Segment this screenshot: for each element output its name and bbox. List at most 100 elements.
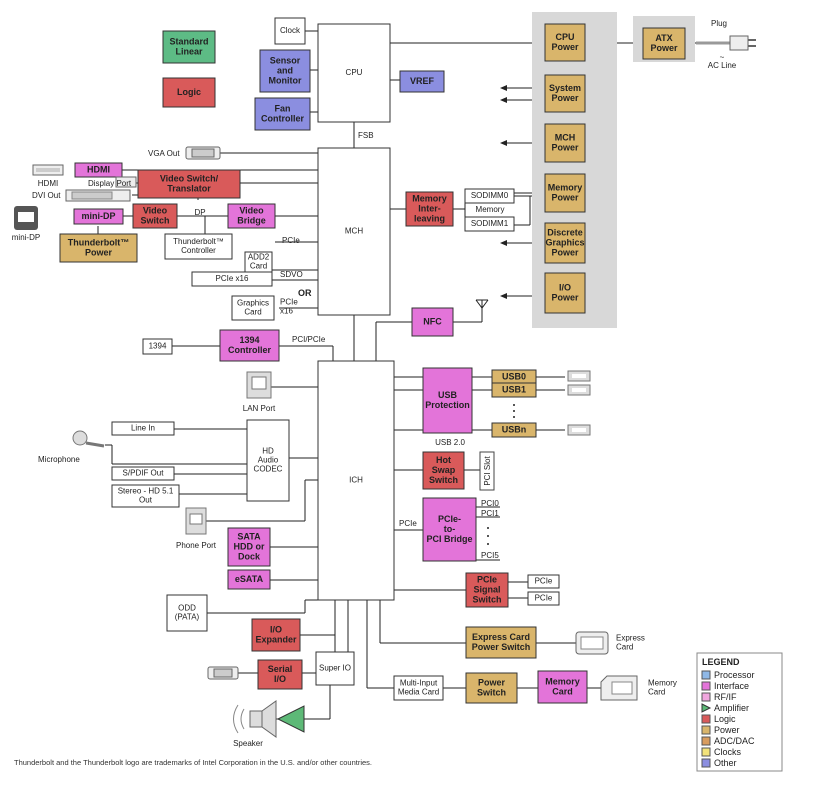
legend-swatch xyxy=(701,747,711,757)
block-box xyxy=(393,675,444,701)
mini-dp-connector-icon xyxy=(14,206,38,230)
block-usb1: USB1 xyxy=(491,382,537,398)
legend-item: Interface xyxy=(701,681,749,691)
legend-frame xyxy=(696,652,783,772)
legend-swatch xyxy=(701,714,711,724)
legend-swatch xyxy=(701,725,711,735)
label-mini-dp-port: mini-DP xyxy=(12,233,40,242)
vga-connector-icon xyxy=(185,146,221,160)
block-label: HDMI xyxy=(87,164,110,174)
block-box xyxy=(464,216,515,232)
block-label: MCH xyxy=(345,227,363,236)
label-ac-symbol: ~ xyxy=(720,53,725,62)
block-label: USB1 xyxy=(502,384,526,394)
legend-label: Other xyxy=(714,758,737,768)
block-box xyxy=(73,208,124,225)
label-memory: Memory xyxy=(476,205,505,214)
pci-slot-label: PCI Slot xyxy=(483,456,492,486)
block-super-io: Super IO xyxy=(315,651,355,686)
label-pcie-tb: PCIe xyxy=(282,236,300,245)
block-label: Line In xyxy=(131,424,155,433)
block-box xyxy=(162,30,216,64)
block-box xyxy=(317,23,391,123)
block-box xyxy=(132,203,178,229)
legend: LEGEND ProcessorInterfaceRF/IFAmplifierL… xyxy=(696,652,783,772)
dvi-connector-icon xyxy=(65,189,131,202)
legend-swatch xyxy=(701,758,711,768)
block-box xyxy=(137,169,241,199)
block-box xyxy=(537,670,588,704)
block-box xyxy=(527,574,560,589)
block-mini-dp: mini-DP xyxy=(73,208,124,225)
hdmi-connector-icon xyxy=(32,164,64,176)
legend-label: Clocks xyxy=(714,747,742,757)
label-pci5: PCI5 xyxy=(481,551,499,560)
serial-connector-icon xyxy=(207,666,239,680)
block-box xyxy=(544,173,586,213)
usb-port-icons xyxy=(567,370,591,436)
label-pci-pcie: PCI/PCIe xyxy=(292,335,326,344)
block-box xyxy=(259,49,311,93)
block-label: Clock xyxy=(280,26,301,35)
express-card-slot-icon xyxy=(575,631,609,655)
block-label: ODD(PATA) xyxy=(175,604,200,622)
legend-label: Interface xyxy=(714,681,749,691)
legend-item: RF/IF xyxy=(701,692,737,702)
microphone-icon xyxy=(72,430,105,448)
block-label: mini-DP xyxy=(81,211,115,221)
block-box xyxy=(544,272,586,314)
block-box xyxy=(491,422,537,438)
block-label: Video Switch/Translator xyxy=(160,173,219,193)
label-plug: Plug xyxy=(711,19,727,28)
legend-label: Logic xyxy=(714,714,736,724)
block-label: SODIMM0 xyxy=(471,191,509,200)
block-line-in: Line In xyxy=(111,421,175,436)
nfc-antenna-icon xyxy=(475,299,489,309)
pci-slot-icon xyxy=(479,451,495,491)
label-pcie-ich: PCIe xyxy=(399,519,417,528)
legend-item: Power xyxy=(701,725,740,735)
displayport-connector-icon xyxy=(115,176,137,188)
legend-swatch xyxy=(701,703,712,713)
block-label: CPU xyxy=(346,68,363,77)
legend-swatch xyxy=(701,692,711,702)
block-box xyxy=(219,329,280,362)
block-box xyxy=(166,594,208,632)
block-pcie-out1: PCIe xyxy=(527,574,560,589)
block-label: Super IO xyxy=(319,664,351,673)
block-box xyxy=(544,74,586,113)
legend-label: Amplifier xyxy=(714,703,749,713)
block-video-switch-translator: Video Switch/Translator xyxy=(137,169,241,199)
speaker-icon xyxy=(233,700,277,738)
block-usb0: USB0 xyxy=(491,369,537,385)
label-vga-out: VGA Out xyxy=(148,149,180,158)
block-label: PCIe x16 xyxy=(216,274,249,283)
block-nfc: NFC xyxy=(411,307,454,337)
block-logic: Logic xyxy=(162,77,216,108)
block-box xyxy=(227,203,276,229)
label-ac-line: AC Line xyxy=(708,61,737,70)
legend-item: ADC/DAC xyxy=(701,736,755,746)
label-hdmi-port: HDMI xyxy=(38,179,58,188)
